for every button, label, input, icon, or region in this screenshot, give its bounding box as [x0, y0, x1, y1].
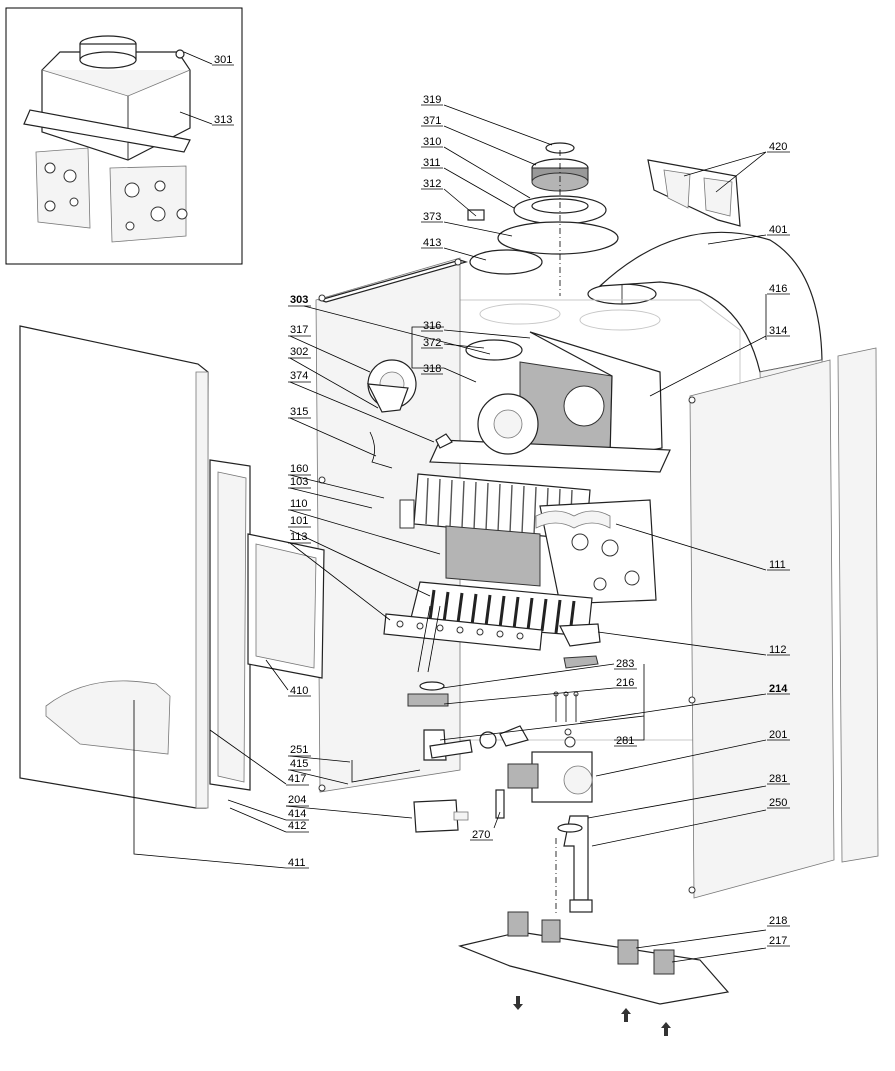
- case-panels: [19, 325, 879, 899]
- label-401: 401: [769, 224, 787, 236]
- label-311: 311: [423, 157, 441, 169]
- label-110: 110: [290, 498, 308, 510]
- boiler-frame: [315, 257, 741, 793]
- label-217: 217: [769, 935, 787, 947]
- label-251: 251: [290, 744, 308, 756]
- label-281-upper: 281: [616, 735, 634, 747]
- label-250: 250: [769, 797, 787, 809]
- label-312: 312: [423, 178, 441, 190]
- gas-valve-assembly: [351, 681, 593, 913]
- label-411: 411: [288, 857, 306, 869]
- label-414: 414: [288, 808, 306, 820]
- leader-lines: [133, 51, 767, 963]
- label-372: 372: [423, 337, 441, 349]
- label-373: 373: [423, 211, 441, 223]
- label-318: 318: [423, 363, 441, 375]
- label-371: 371: [423, 115, 441, 127]
- label-310: 310: [423, 136, 441, 148]
- fan-hood-assembly: [366, 331, 671, 473]
- label-415: 415: [290, 758, 308, 770]
- label-216: 216: [616, 677, 634, 689]
- label-103: 103: [290, 476, 308, 488]
- label-218: 218: [769, 915, 787, 927]
- label-281-lower: 281: [769, 773, 787, 785]
- label-270: 270: [472, 829, 490, 841]
- label-420: 420: [769, 141, 787, 153]
- label-319: 319: [423, 94, 441, 106]
- part-labels: 301 313 319 371 310 311 312 373 413 420 …: [212, 54, 790, 947]
- label-214: 214: [769, 683, 788, 695]
- label-412: 412: [288, 820, 306, 832]
- flue-adaptor-parts: [467, 142, 657, 305]
- label-302: 302: [290, 346, 308, 358]
- label-413: 413: [423, 237, 441, 249]
- label-111: 111: [769, 559, 786, 571]
- label-410: 410: [290, 685, 308, 697]
- label-374: 374: [290, 370, 308, 382]
- label-283: 283: [616, 658, 634, 670]
- label-160: 160: [290, 463, 308, 475]
- label-317: 317: [290, 324, 308, 336]
- inset-combustion-chamber: [23, 35, 191, 243]
- label-315: 315: [290, 406, 308, 418]
- label-301: 301: [214, 54, 232, 66]
- fixing-jig: [458, 911, 730, 1036]
- label-112: 112: [769, 644, 787, 656]
- label-201: 201: [769, 729, 787, 741]
- label-101: 101: [290, 515, 308, 527]
- label-204: 204: [288, 794, 306, 806]
- air-intake-bracket: [647, 159, 741, 227]
- label-316: 316: [423, 320, 441, 332]
- heat-exchanger: [399, 473, 657, 605]
- label-417: 417: [288, 773, 306, 785]
- label-314: 314: [769, 325, 787, 337]
- burner-assembly: [383, 581, 601, 673]
- label-303: 303: [290, 294, 308, 306]
- label-113: 113: [290, 531, 308, 543]
- label-313: 313: [214, 114, 232, 126]
- label-416: 416: [769, 283, 787, 295]
